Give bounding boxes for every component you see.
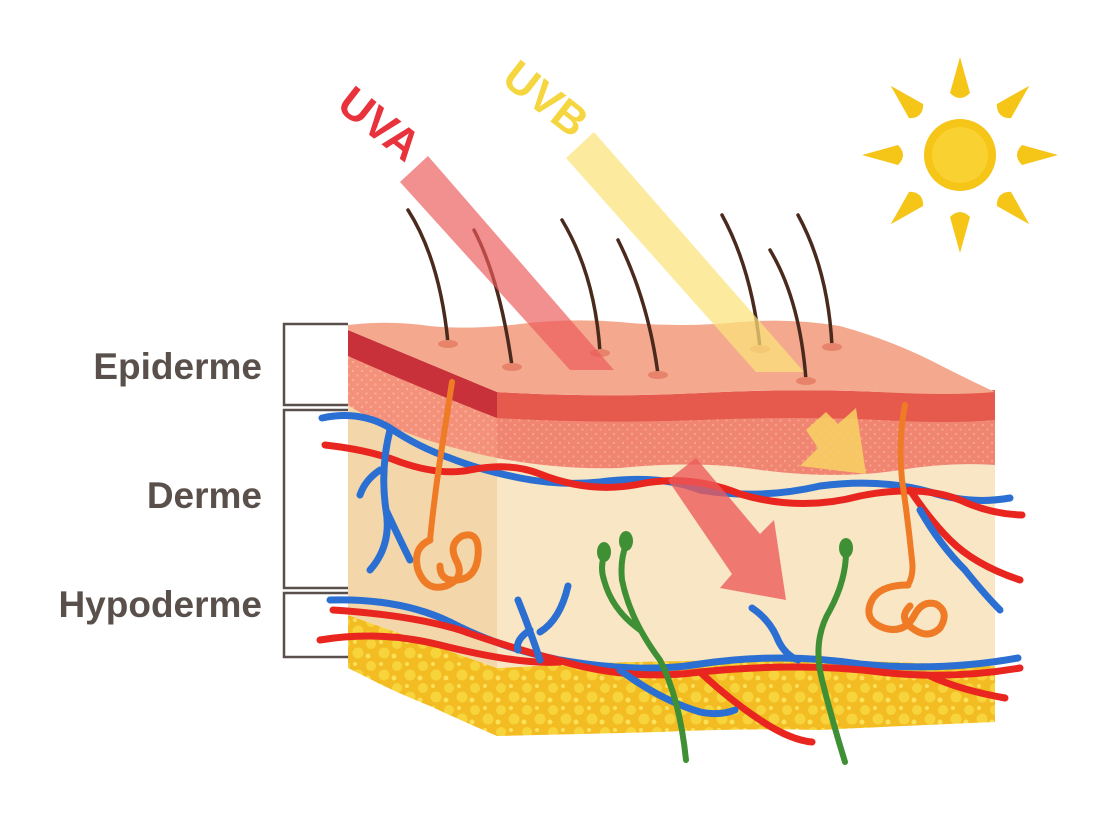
follicle <box>438 340 458 348</box>
sun-ray <box>1017 145 1058 165</box>
sun-core-highlight <box>932 127 988 183</box>
epidermis-front-band <box>497 390 995 422</box>
sun-ray <box>950 57 970 98</box>
epidermis-edge-band <box>348 330 497 418</box>
gland-duct-left <box>427 379 455 543</box>
gland-coil-left <box>413 531 482 591</box>
hair <box>406 208 450 345</box>
vein-mid-branch <box>514 582 572 664</box>
follicle <box>502 363 522 371</box>
label-epiderme: Epiderme <box>93 346 262 387</box>
artery-lower-right <box>926 672 1009 702</box>
gland-coil-right <box>865 581 948 638</box>
uva-beam <box>400 156 786 600</box>
vein-right-branch <box>916 506 1004 614</box>
bracket-hypoderme <box>282 591 348 659</box>
follicle <box>822 343 842 351</box>
nerve-ending <box>597 542 611 562</box>
sun-rays <box>862 57 1058 253</box>
label-derme: Derme <box>147 475 262 516</box>
hypodermis-left-face <box>348 615 497 736</box>
vein-mid-branch-2 <box>748 604 802 664</box>
uvb-beam-body <box>566 132 804 372</box>
label-hypoderme: Hypoderme <box>58 584 262 625</box>
artery-lower <box>329 606 1024 679</box>
sun-ray <box>950 212 970 253</box>
uvb-beam <box>566 132 866 474</box>
uvb-label: UVB <box>494 51 597 147</box>
nerve-left <box>599 542 689 763</box>
hair <box>796 213 834 348</box>
layer-brackets <box>282 322 348 659</box>
hairs <box>406 208 834 382</box>
uva-label: UVA <box>329 77 430 171</box>
vein-left-branch <box>356 426 414 574</box>
nerve-ending <box>619 531 633 551</box>
hair <box>616 238 660 376</box>
sweat-glands <box>413 379 948 638</box>
hair <box>560 218 602 354</box>
hypodermis-front-face <box>497 659 995 736</box>
nerve-endings <box>597 531 853 562</box>
sun-ray <box>890 85 924 119</box>
artery-upper <box>321 441 1026 519</box>
uva-beam-lower <box>668 458 786 600</box>
follicle <box>796 377 816 385</box>
uva-beam-upper <box>400 156 614 370</box>
artery-lower-down <box>696 668 816 746</box>
sun-ray <box>996 191 1030 225</box>
vein-lower <box>326 596 1022 672</box>
bracket-derme <box>282 408 348 590</box>
sun-ray <box>862 145 903 165</box>
nerve-ending <box>839 538 853 558</box>
bracket-epiderme <box>282 322 348 407</box>
uvb-reflect-arrow <box>800 408 866 474</box>
sun-ray <box>890 191 924 225</box>
hair <box>768 248 808 382</box>
sun-ray <box>996 85 1030 119</box>
nerves <box>599 542 849 765</box>
gland-duct-right <box>897 402 916 588</box>
nerve-right <box>815 549 849 765</box>
sun-icon <box>862 57 1058 253</box>
vein-lower-down <box>616 666 739 718</box>
artery-lower-2 <box>316 632 564 666</box>
follicle <box>648 371 668 379</box>
